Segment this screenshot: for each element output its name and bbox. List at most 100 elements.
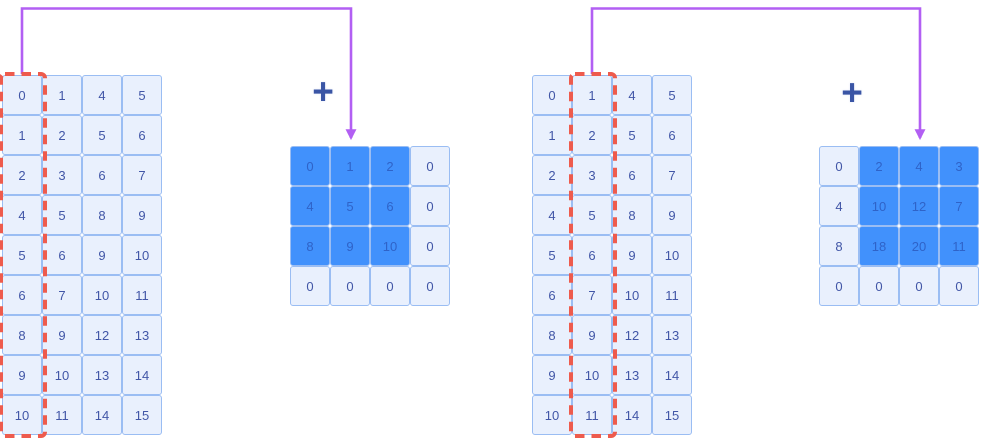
matrix-cell: 9: [82, 235, 122, 275]
matrix-cell: 1: [2, 115, 42, 155]
matrix-cell: 5: [2, 235, 42, 275]
matrix-cell: 0: [532, 75, 572, 115]
matrix-cell: 13: [652, 315, 692, 355]
matrix-cell: 8: [819, 226, 859, 266]
matrix-cell: 3: [572, 155, 612, 195]
matrix-cell: 5: [82, 115, 122, 155]
matrix-cell: 2: [572, 115, 612, 155]
matrix-cell: 11: [572, 395, 612, 435]
matrix-cell: 10: [532, 395, 572, 435]
matrix-cell: 13: [82, 355, 122, 395]
matrix-cell: 8: [82, 195, 122, 235]
matrix-cell: 20: [899, 226, 939, 266]
matrix-cell: 10: [652, 235, 692, 275]
matrix-cell: 6: [122, 115, 162, 155]
matrix-cell: 5: [122, 75, 162, 115]
matrix-cell: 10: [859, 186, 899, 226]
matrix-cell: 4: [532, 195, 572, 235]
matrix-cell: 4: [82, 75, 122, 115]
matrix-cell: 10: [42, 355, 82, 395]
matrix-cell: 0: [859, 266, 899, 306]
matrix-cell: 14: [612, 395, 652, 435]
matrix-cell: 11: [939, 226, 979, 266]
matrix-cell: 12: [612, 315, 652, 355]
matrix-cell: 7: [939, 186, 979, 226]
matrix-cell: 7: [652, 155, 692, 195]
matrix-cell: 9: [2, 355, 42, 395]
matrix-cell: 4: [612, 75, 652, 115]
matrix-cell: 0: [819, 266, 859, 306]
matrix-cell: 0: [2, 75, 42, 115]
matrix-cell: 6: [370, 186, 410, 226]
matrix-cell: 7: [572, 275, 612, 315]
matrix-cell: 7: [122, 155, 162, 195]
matrix-cell: 0: [410, 226, 450, 266]
matrix-cell: 2: [370, 146, 410, 186]
matrix-cell: 5: [612, 115, 652, 155]
matrix-cell: 5: [330, 186, 370, 226]
matrix-cell: 12: [899, 186, 939, 226]
matrix-cell: 9: [612, 235, 652, 275]
matrix-cell: 2: [859, 146, 899, 186]
matrix-cell: 14: [122, 355, 162, 395]
matrix-cell: 6: [42, 235, 82, 275]
matrix-cell: 0: [290, 146, 330, 186]
matrix-cell: 0: [330, 266, 370, 306]
matrix-cell: 1: [42, 75, 82, 115]
matrix-cell: 2: [2, 155, 42, 195]
matrix-cell: 3: [939, 146, 979, 186]
matrix-cell: 5: [42, 195, 82, 235]
matrix-cell: 12: [82, 315, 122, 355]
matrix-cell: 7: [42, 275, 82, 315]
matrix-cell: 0: [410, 186, 450, 226]
plus-sign-left: +: [312, 71, 334, 112]
matrix-cell: 4: [819, 186, 859, 226]
matrix-cell: 13: [612, 355, 652, 395]
matrix-cell: 1: [532, 115, 572, 155]
matrix-cell: 0: [370, 266, 410, 306]
matrix-cell: 0: [819, 146, 859, 186]
matrix-cell: 6: [82, 155, 122, 195]
matrix-cell: 14: [82, 395, 122, 435]
matrix-cell: 0: [410, 266, 450, 306]
matrix-cell: 2: [42, 115, 82, 155]
matrix-cell: 3: [42, 155, 82, 195]
matrix-cell: 6: [572, 235, 612, 275]
matrix-cell: 2: [532, 155, 572, 195]
matrix-cell: 15: [122, 395, 162, 435]
matrix-cell: 0: [939, 266, 979, 306]
matrix-cell: 0: [290, 266, 330, 306]
matrix-cell: 14: [652, 355, 692, 395]
matrix-cell: 1: [572, 75, 612, 115]
matrix-cell: 9: [652, 195, 692, 235]
matrix-cell: 11: [122, 275, 162, 315]
matrix-cell: 18: [859, 226, 899, 266]
matrix-cell: 6: [2, 275, 42, 315]
plus-sign-right: +: [841, 72, 863, 113]
matrix-cell: 6: [612, 155, 652, 195]
matrix-cell: 9: [572, 315, 612, 355]
matrix-cell: 15: [652, 395, 692, 435]
matrix-cell: 10: [572, 355, 612, 395]
matrix-cell: 9: [122, 195, 162, 235]
matrix-cell: 11: [42, 395, 82, 435]
matrix-cell: 4: [2, 195, 42, 235]
matrix-cell: 9: [532, 355, 572, 395]
matrix-cell: 10: [122, 235, 162, 275]
matrix-cell: 6: [652, 115, 692, 155]
matrix-cell: 8: [612, 195, 652, 235]
matrix-cell: 0: [899, 266, 939, 306]
matrix-cell: 10: [612, 275, 652, 315]
matrix-cell: 10: [82, 275, 122, 315]
matrix-cell: 9: [42, 315, 82, 355]
matrix-cell: 4: [290, 186, 330, 226]
matrix-cell: 6: [532, 275, 572, 315]
matrix-cell: 8: [290, 226, 330, 266]
matrix-cell: 4: [899, 146, 939, 186]
matrix-cell: 5: [572, 195, 612, 235]
